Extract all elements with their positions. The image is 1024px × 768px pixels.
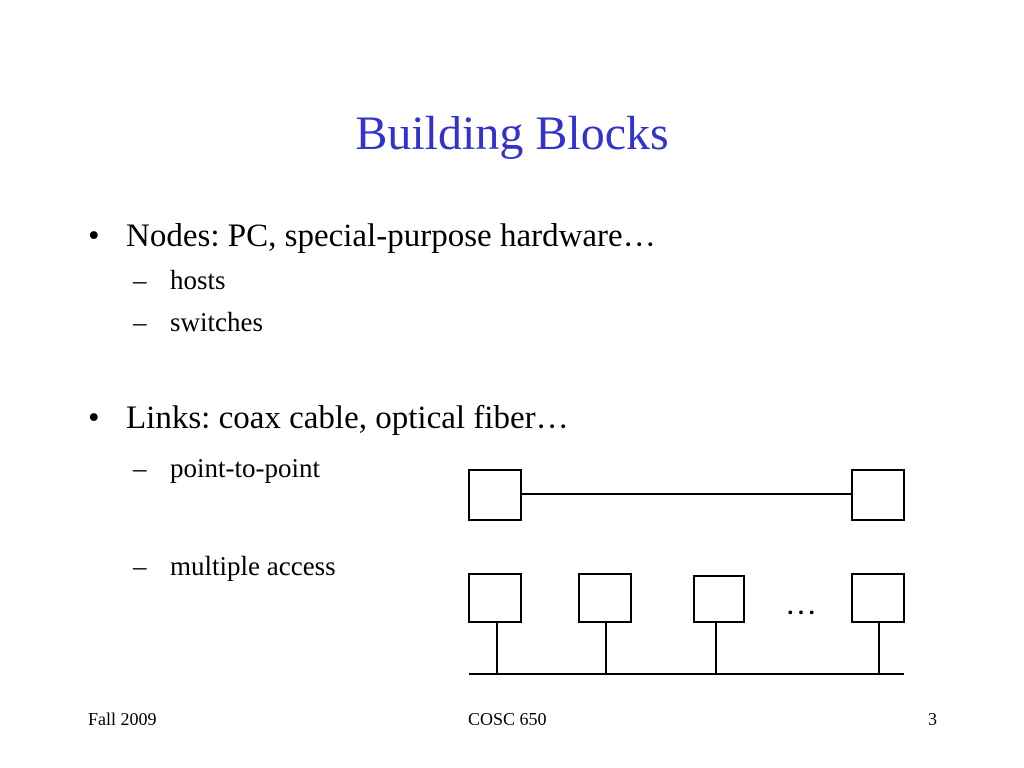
bullet-links-text: Links: coax cable, optical fiber… [126, 400, 569, 436]
bullet-nodes: • Nodes: PC, special-purpose hardware… [88, 216, 656, 256]
subitem-multiple-access-text: multiple access [170, 551, 336, 581]
bullet-links: • Links: coax cable, optical fiber… [88, 398, 569, 438]
dash-glyph: – [133, 265, 147, 295]
multiple-access-diagram [468, 573, 905, 675]
subitem-point-to-point-text: point-to-point [170, 453, 320, 483]
node-box [851, 469, 905, 521]
subitem-switches-text: switches [170, 307, 263, 337]
dash-glyph: – [133, 453, 147, 483]
dash-glyph: – [133, 551, 147, 581]
bullet-glyph: • [88, 400, 100, 436]
node-box [468, 573, 522, 623]
subitem-hosts: –hosts [133, 264, 226, 296]
slide-title: Building Blocks [355, 107, 669, 160]
footer-page-number: 3 [928, 709, 937, 729]
bullet-glyph: • [88, 218, 100, 254]
bullet-nodes-text: Nodes: PC, special-purpose hardware… [126, 218, 656, 254]
footer-course: COSC 650 [468, 709, 547, 729]
subitem-hosts-text: hosts [170, 265, 226, 295]
node-box [578, 573, 632, 623]
subitem-multiple-access: –multiple access [133, 550, 336, 582]
footer-date: Fall 2009 [88, 709, 157, 729]
dash-glyph: – [133, 307, 147, 337]
point-to-point-diagram [468, 469, 905, 521]
node-box [851, 573, 905, 623]
subitem-point-to-point: –point-to-point [133, 452, 320, 484]
subitem-switches: –switches [133, 306, 263, 338]
node-box [468, 469, 522, 521]
ellipsis-label: … [785, 585, 817, 621]
node-box [693, 575, 745, 623]
